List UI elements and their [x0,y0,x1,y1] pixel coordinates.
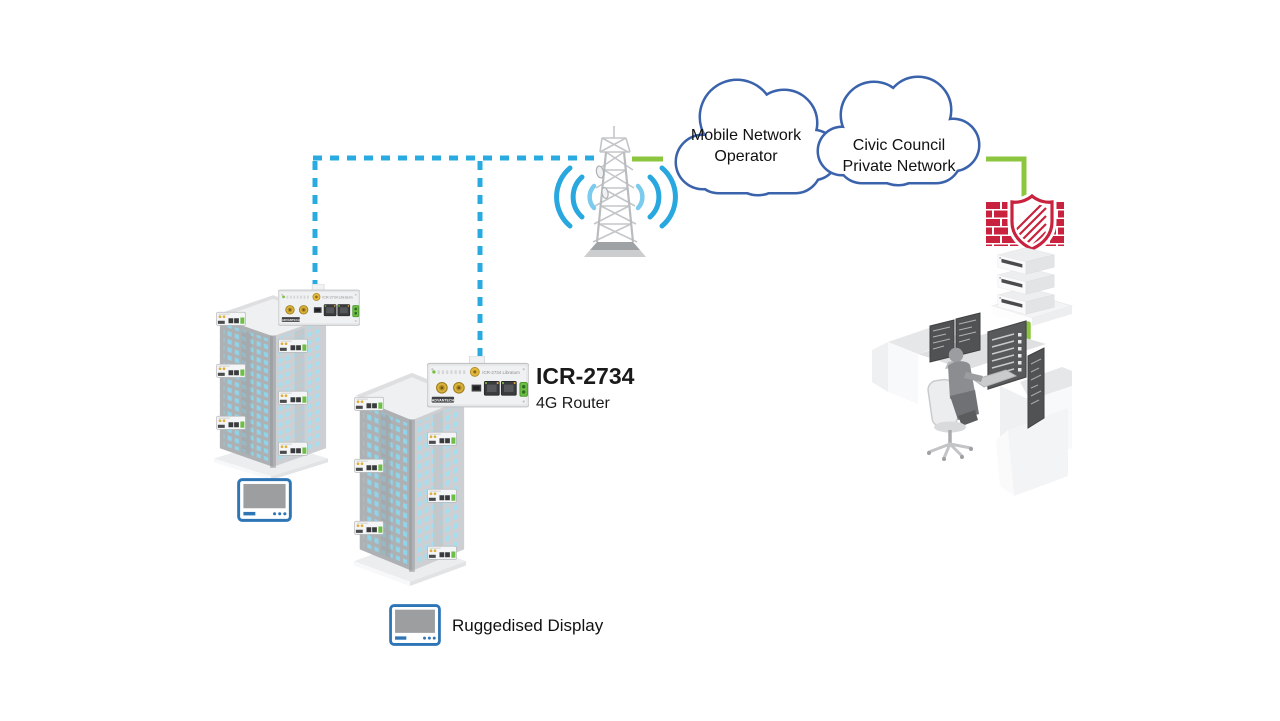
display-icon [389,604,441,646]
mini-router-icon [427,545,457,560]
cloud-mobile-label-line2: Operator [714,148,778,165]
building-2 [353,356,529,586]
mini-router-icon [354,458,384,473]
wireless-dashed-links [312,155,594,356]
cloud-mobile-network [674,78,840,197]
keyboard-icon [972,369,1018,388]
mini-router-icon [427,488,457,503]
mini-router-icon [216,415,246,430]
control-room-icon [872,312,1072,496]
wifi-waves-icon [554,165,678,229]
operator-person-icon [927,347,983,461]
firewall-icon [986,190,1064,254]
mini-router-icon [278,338,308,353]
main-monitor-icon [987,320,1027,390]
green-link-cloud-firewall [986,156,1027,212]
dual-monitor-icon [929,312,981,369]
mini-router-icon [216,311,246,326]
cloud-civic-label-line1: Civic Council [853,137,945,154]
cloud-civic-council [816,75,981,187]
mini-router-icon [354,396,384,411]
ruggedised-display-label: Ruggedised Display [452,616,604,635]
router-type-label: 4G Router [536,395,610,412]
router-icon [278,284,360,326]
mini-router-icon [354,520,384,535]
cell-tower-icon [554,126,678,257]
cloud-mobile-label-line1: Mobile Network [691,127,802,144]
legend: Ruggedised Display [389,604,604,646]
cloud-civic-label-line2: Private Network [843,158,957,175]
building-1 [213,284,360,480]
server-stack-icon [990,247,1074,326]
shield-icon [1010,193,1054,251]
router-model-label: ICR-2734 [536,363,635,389]
mini-router-icon [427,431,457,446]
mini-router-icon [216,363,246,378]
display-icon [237,478,292,522]
antenna-dish-icon [601,186,609,200]
side-monitor-icon [1027,347,1045,429]
router-icon [427,356,529,408]
antenna-dish-icon [595,165,605,179]
mini-router-icon [278,390,308,405]
mini-router-icon [278,441,308,456]
